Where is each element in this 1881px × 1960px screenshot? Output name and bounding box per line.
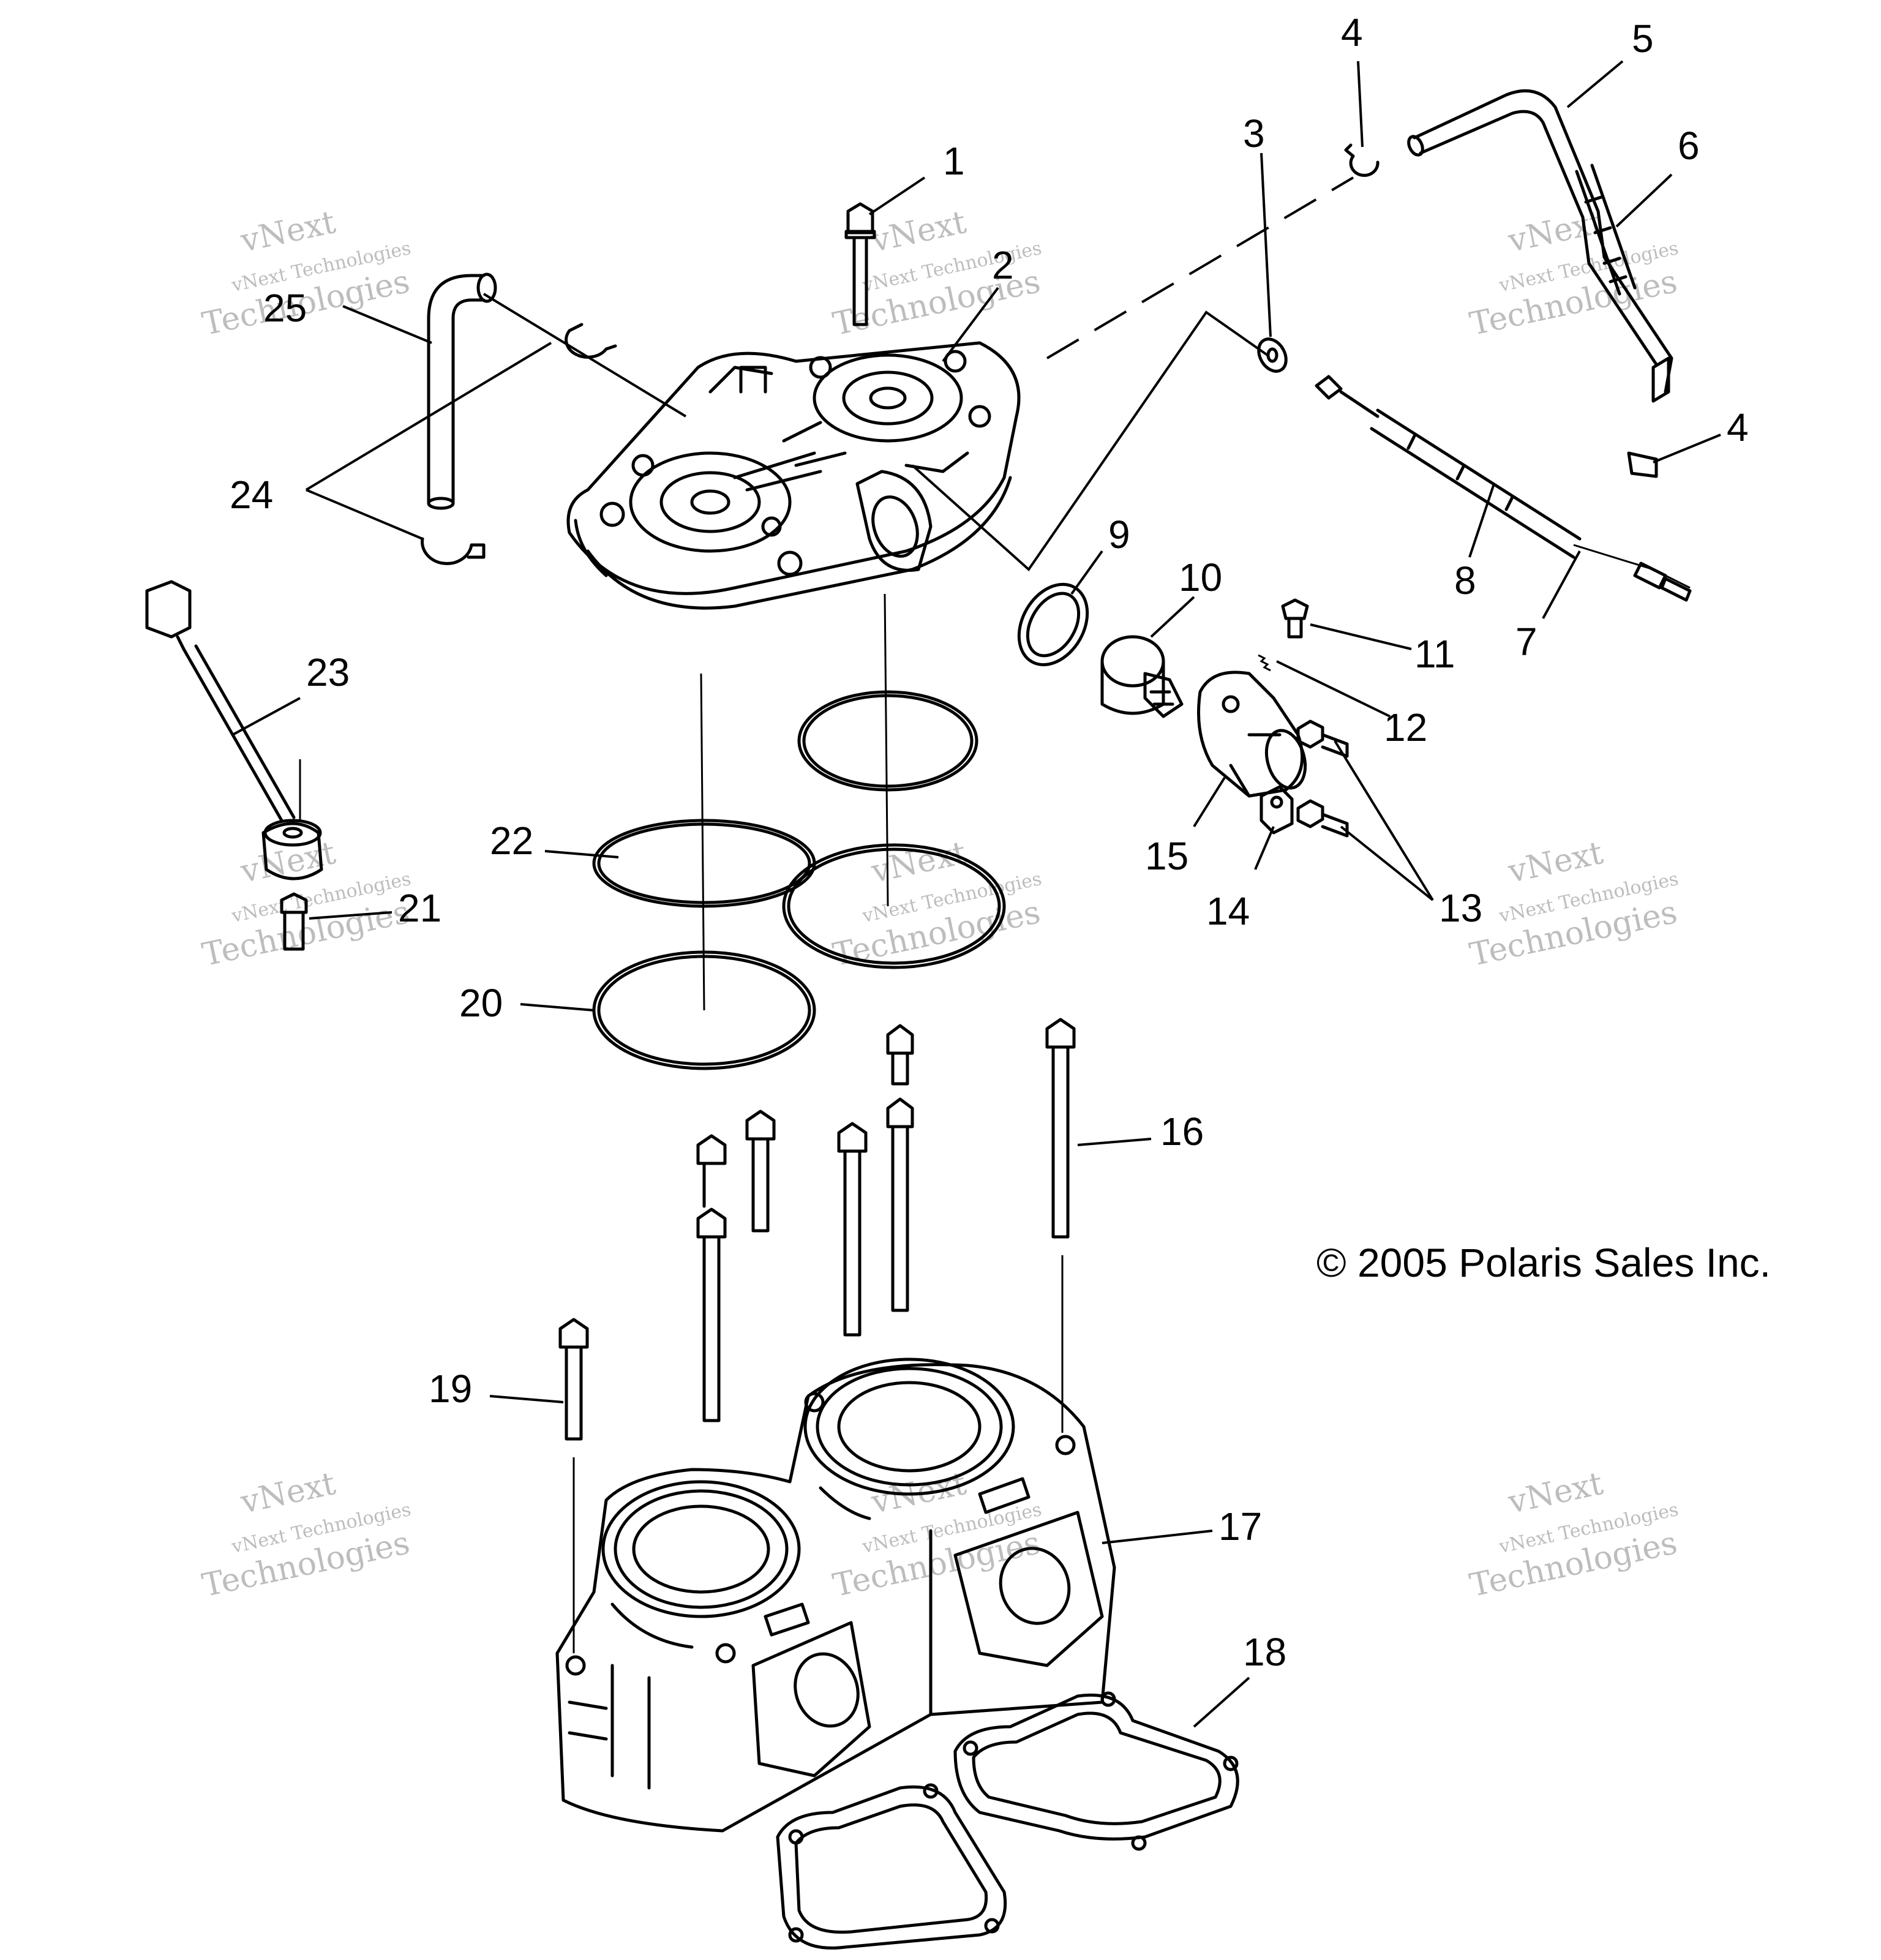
watermark-bottom-center: vNext vNext Technologies Technologies	[830, 1465, 1043, 1604]
watermark-mid-right: vNext vNext Technologies Technologies	[1466, 835, 1680, 974]
callout-3: 3	[1243, 111, 1265, 156]
copyright-notice: © 2005 Polaris Sales Inc.	[1316, 1240, 1771, 1285]
part-22-o-ring-left	[592, 819, 816, 908]
assembly-lines	[911, 176, 1354, 572]
part-1-head-bolt	[844, 202, 876, 326]
part-24-upper-clamp	[565, 323, 617, 359]
callout-2: 2	[992, 243, 1014, 287]
watermark-top-center: vNext vNext Technologies Technologies	[830, 204, 1043, 343]
callout-22: 22	[490, 819, 533, 863]
callout-25: 25	[263, 286, 307, 330]
callout-4-top: 4	[1341, 10, 1363, 54]
watermark-bottom-left: vNext vNext Technologies Technologies	[199, 1465, 413, 1604]
callout-13: 13	[1439, 886, 1482, 930]
svg-text:vNext: vNext	[1504, 835, 1606, 890]
part-2-cylinder-head	[566, 341, 1021, 610]
callout-labels: 1 2 3 4 5 6 7 8 9 10 11 12 13 14 15 16 1…	[230, 10, 1749, 1674]
part-12-spring	[1258, 654, 1271, 672]
callout-10: 10	[1179, 555, 1222, 599]
callout-1: 1	[943, 139, 965, 183]
part-13-bolt-lower	[1296, 799, 1349, 838]
svg-text:vNext: vNext	[868, 835, 969, 890]
alignment-lines-head	[299, 593, 889, 1011]
part-6-sleeve	[1575, 163, 1637, 296]
svg-text:vNext: vNext	[1504, 1465, 1606, 1521]
svg-text:vNext: vNext	[237, 835, 339, 890]
part-7-sensor-cable	[1573, 544, 1692, 602]
part-13-bolt-upper	[1296, 719, 1349, 758]
part-21-screw	[280, 892, 308, 951]
part-4-upper-clamp	[1344, 143, 1380, 177]
part-18-base-gasket-left	[776, 1783, 1007, 1950]
watermark-top-right: vNext vNext Technologies Technologies	[1466, 204, 1680, 343]
part-23-temperature-sensor	[145, 580, 323, 880]
callout-18: 18	[1243, 1630, 1286, 1674]
cylinder-bolts	[558, 1018, 1076, 1653]
callout-24: 24	[230, 473, 273, 517]
watermark-bottom-right: vNext vNext Technologies Technologies	[1466, 1465, 1680, 1604]
part-10-thermostat	[1100, 635, 1184, 718]
svg-text:vNext: vNext	[868, 204, 969, 260]
part-5-hose	[1407, 89, 1673, 403]
part-9-seal	[1017, 582, 1089, 667]
callout-7: 7	[1515, 620, 1537, 664]
callout-17: 17	[1218, 1504, 1262, 1549]
callout-14: 14	[1206, 889, 1250, 933]
callout-19: 19	[429, 1367, 472, 1411]
part-11-screw	[1281, 598, 1309, 639]
callout-4-right: 4	[1727, 405, 1749, 449]
callout-9: 9	[1108, 513, 1130, 557]
leader-lines	[232, 60, 1721, 1728]
part-22-o-ring-right	[797, 690, 978, 792]
part-14-bracket	[1260, 785, 1294, 835]
part-15-thermostat-housing	[1197, 670, 1307, 798]
part-3-washer	[1257, 337, 1288, 373]
part-17-cylinder-block	[555, 1357, 1116, 1833]
callout-12: 12	[1384, 705, 1427, 749]
part-4-lower-clamp	[1627, 451, 1658, 478]
callout-20: 20	[459, 981, 503, 1025]
part-18-base-gasket-right	[953, 1691, 1239, 1851]
callout-23: 23	[306, 650, 350, 694]
part-25-bypass-hose	[427, 272, 497, 510]
callout-8: 8	[1454, 558, 1476, 603]
callout-5: 5	[1632, 17, 1654, 61]
part-20-o-ring-right	[782, 843, 1006, 969]
callout-11: 11	[1414, 632, 1455, 676]
watermark-mid-center: vNext vNext Technologies Technologies	[830, 835, 1043, 974]
part-8-sensor-sleeve	[1315, 375, 1582, 559]
part-24-lower-clamp	[421, 537, 486, 565]
svg-text:vNext: vNext	[237, 1465, 339, 1521]
callout-15: 15	[1145, 834, 1188, 878]
callout-21: 21	[398, 886, 441, 930]
callout-16: 16	[1160, 1110, 1204, 1154]
callout-6: 6	[1678, 124, 1700, 168]
svg-text:vNext: vNext	[237, 204, 339, 260]
